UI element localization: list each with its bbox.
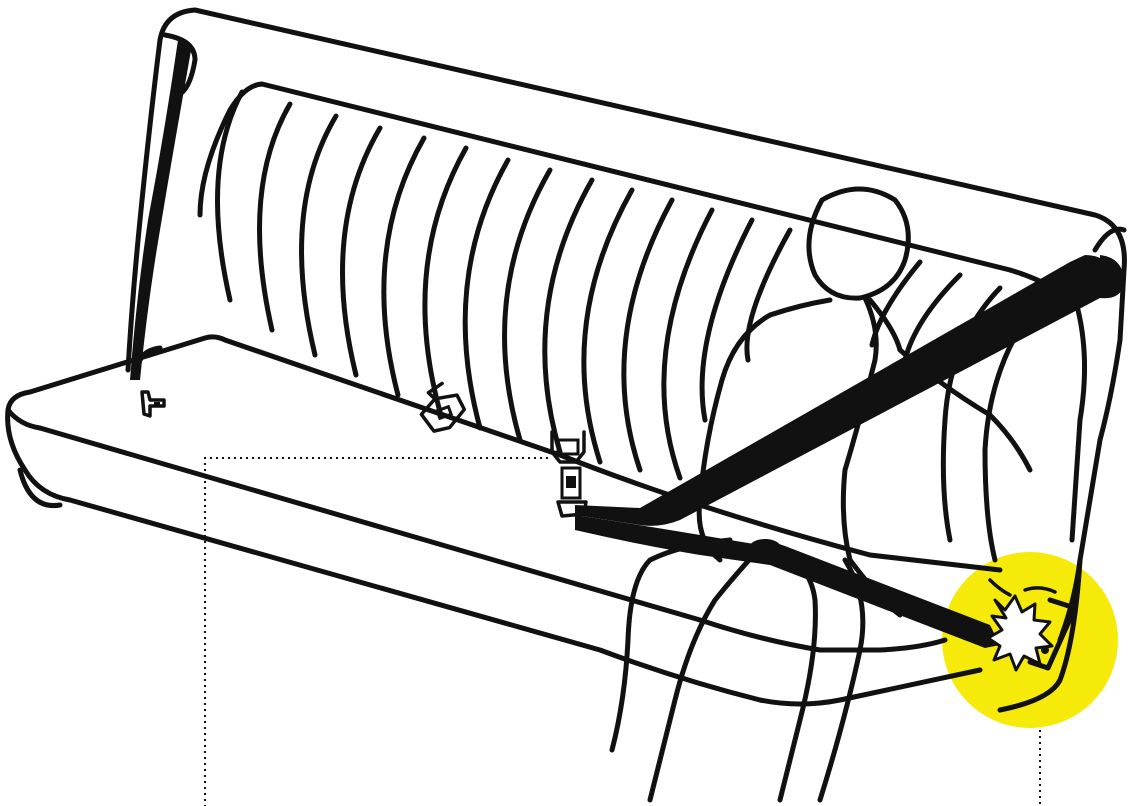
seatbelt-latch-icon (142, 392, 164, 416)
seat-back-pleats (218, 92, 1041, 560)
center-buckle (552, 432, 586, 516)
lap-belt-knot (749, 539, 781, 557)
seat-cushion-front-lower (8, 410, 980, 704)
dotted-leader-center (205, 458, 548, 806)
shoulder-belt-anchor (1100, 255, 1124, 298)
seat-back-panel (200, 84, 1085, 540)
